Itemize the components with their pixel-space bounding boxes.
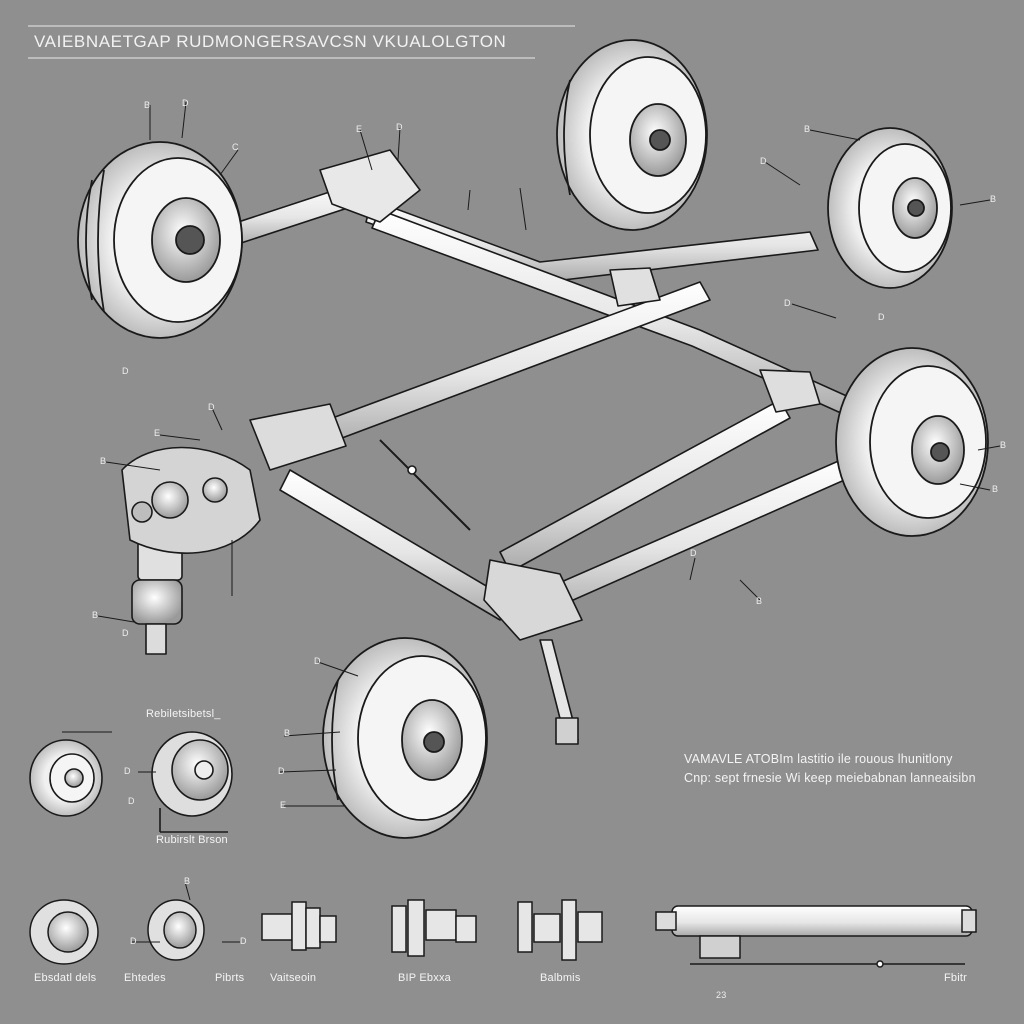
bottom-drum-2 <box>147 899 205 961</box>
callout-label: B <box>144 100 151 110</box>
callout-label: B <box>284 728 291 738</box>
callout-label: D <box>690 548 697 558</box>
callout-label: D <box>124 766 131 776</box>
note-line-2: Cnp: sept frnesie Wi keep meiebabnan lan… <box>684 771 976 785</box>
callout-label: B <box>804 124 811 134</box>
bottom-shaft <box>655 905 977 968</box>
callout-label: B <box>1000 440 1007 450</box>
wheel-top-center <box>556 39 708 231</box>
bottom-label-5: BIP Ebxxa <box>398 972 451 984</box>
wheel-front-left <box>77 141 243 339</box>
leader-lines <box>62 101 1001 943</box>
bottom-bracket <box>517 899 603 961</box>
callout-label: E <box>154 428 161 438</box>
bottom-label-2: Ehtedes <box>124 972 166 984</box>
bottom-label-1: Ebsdatl dels <box>34 972 97 984</box>
bottom-drum-1 <box>29 899 99 965</box>
bottom-label-3: Pibrts <box>215 972 245 984</box>
callout-label: D <box>396 122 403 132</box>
callout-label: D <box>182 98 189 108</box>
callout-label: D <box>130 936 137 946</box>
bottom-label-7: Fbitr <box>944 972 967 984</box>
callout-label: D <box>122 628 129 638</box>
callout-label: B <box>92 610 99 620</box>
callout-label: B <box>992 484 999 494</box>
callout-label: B <box>100 456 107 466</box>
callout-label: E <box>356 124 363 134</box>
wheel-top-right <box>827 127 953 289</box>
callout-label: D <box>128 796 135 806</box>
wheel-bottom-center <box>322 637 488 839</box>
callout-label: B <box>756 596 763 606</box>
bottom-caliper-1 <box>261 901 337 951</box>
detail-hub-small <box>29 739 103 817</box>
callout-label: D <box>760 156 767 166</box>
wheel-rear-right <box>835 347 989 537</box>
bottom-label-6: Balbmis <box>540 972 581 984</box>
bottom-label-4: Vaitseoin <box>270 972 317 984</box>
callout-label: D <box>878 312 885 322</box>
callout-label: D <box>240 936 247 946</box>
callout-label: D <box>314 656 321 666</box>
detail-brake-assembly <box>151 731 233 833</box>
callout-label: C <box>232 142 239 152</box>
chassis-frame <box>121 149 861 745</box>
detail-caption: Rubirslt Brson <box>156 834 228 846</box>
callout-label: D <box>278 766 285 776</box>
callout-label: B <box>990 194 997 204</box>
title-rules <box>28 25 575 59</box>
callout-label: E <box>280 800 287 810</box>
callout-label: B <box>184 876 191 886</box>
bottom-code: 23 <box>716 990 727 1000</box>
bottom-caliper-2 <box>391 899 477 957</box>
detail-heading: Rebiletsibetsl_ <box>146 708 221 720</box>
callout-label: D <box>784 298 791 308</box>
diagram-title: VAIEBNAETGAP RUDMONGERSAVCSN VKUALOLGTON <box>34 32 507 51</box>
callout-label: D <box>208 402 215 412</box>
note-line-1: VAMAVLE ATOBIm lastitio ile rouous lhuni… <box>684 752 953 766</box>
callout-label: D <box>122 366 129 376</box>
